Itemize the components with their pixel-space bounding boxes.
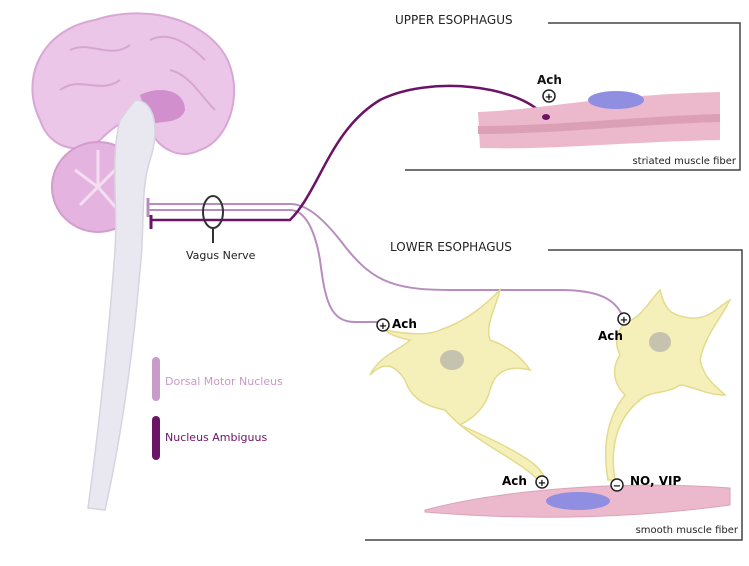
plus-sign: + bbox=[379, 321, 387, 332]
lower-box bbox=[365, 249, 743, 541]
striated-muscle-fiber bbox=[478, 92, 720, 149]
excitatory-ach: Ach bbox=[502, 474, 527, 488]
upper-ach-label: Ach bbox=[537, 73, 562, 87]
plus-sign: + bbox=[538, 478, 546, 489]
legend-label-ambiguus: Nucleus Ambiguus bbox=[165, 431, 267, 444]
lower-fiber-label: smooth muscle fiber bbox=[636, 525, 739, 536]
enteric-neuron-right bbox=[604, 288, 732, 481]
vagus-nerve-label: Vagus Nerve bbox=[186, 249, 256, 262]
plus-icon bbox=[542, 89, 556, 103]
plus-icon bbox=[376, 318, 390, 332]
upper-plus-sign: + bbox=[545, 92, 553, 103]
lower-nucleus bbox=[546, 492, 610, 510]
legend-swatch-dorsal bbox=[152, 357, 160, 401]
upper-fiber-label: striated muscle fiber bbox=[632, 156, 736, 167]
upper-nucleus bbox=[588, 91, 644, 109]
plus-icon bbox=[535, 475, 549, 489]
plus-sign: + bbox=[620, 315, 628, 326]
lower-ach-left: Ach bbox=[392, 317, 417, 331]
vagus-nerve bbox=[146, 84, 623, 323]
upper-box bbox=[405, 22, 741, 171]
lower-title: LOWER ESOPHAGUS bbox=[390, 240, 512, 254]
legend-label-dorsal: Dorsal Motor Nucleus bbox=[165, 375, 283, 388]
enteric-neuron-left bbox=[369, 287, 547, 481]
plus-icon bbox=[617, 312, 631, 326]
legend-swatch-ambiguus bbox=[152, 416, 160, 460]
lower-ach-right: Ach bbox=[598, 329, 623, 343]
spinal-cord bbox=[87, 99, 156, 511]
upper-title: UPPER ESOPHAGUS bbox=[395, 13, 513, 27]
minus-icon bbox=[610, 478, 624, 492]
inhibitory-no-vip: NO, VIP bbox=[630, 474, 681, 488]
minus-sign: − bbox=[613, 481, 621, 492]
